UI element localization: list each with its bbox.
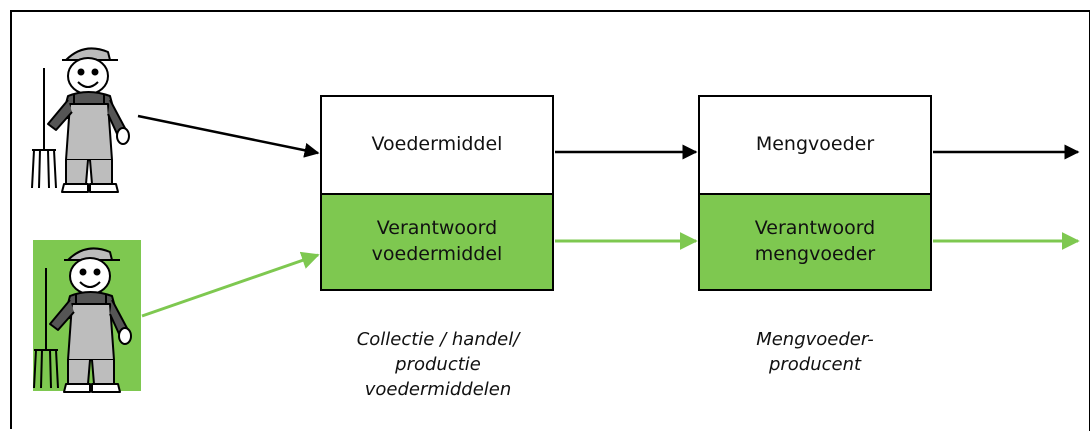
box-voedermiddel-bottom: Verantwoord voedermiddel	[322, 193, 552, 289]
verantwoord-mengvoeder-label: Verantwoord mengvoeder	[754, 217, 876, 265]
arrow-green-farmer-to-verantwoord-voedermiddel	[141, 251, 320, 318]
diagram-frame	[10, 10, 1089, 429]
arrow-farmer-to-voedermiddel	[137, 114, 320, 158]
box-voedermiddel-top: Voedermiddel	[322, 97, 552, 193]
box-mengvoeder: Mengvoeder Verantwoord mengvoeder	[698, 95, 932, 291]
box-voedermiddel: Voedermiddel Verantwoord voedermiddel	[320, 95, 554, 291]
voedermiddel-label: Voedermiddel	[371, 133, 503, 156]
mengvoeder-label: Mengvoeder	[755, 133, 875, 156]
verantwoord-voedermiddel-label: Verantwoord voedermiddel	[371, 217, 503, 265]
caption-collectie-handel-productie: Collectie / handel/ productie voedermidd…	[356, 329, 520, 400]
frame-right-edge	[1089, 10, 1090, 431]
farmer-with-pitchfork-green-icon	[33, 247, 132, 393]
caption-mengvoederproducent: Mengvoeder- producent	[756, 329, 874, 375]
box-mengvoeder-bottom: Verantwoord mengvoeder	[700, 193, 930, 289]
farmer-with-pitchfork-icon	[31, 47, 130, 193]
box-mengvoeder-top: Mengvoeder	[700, 97, 930, 193]
